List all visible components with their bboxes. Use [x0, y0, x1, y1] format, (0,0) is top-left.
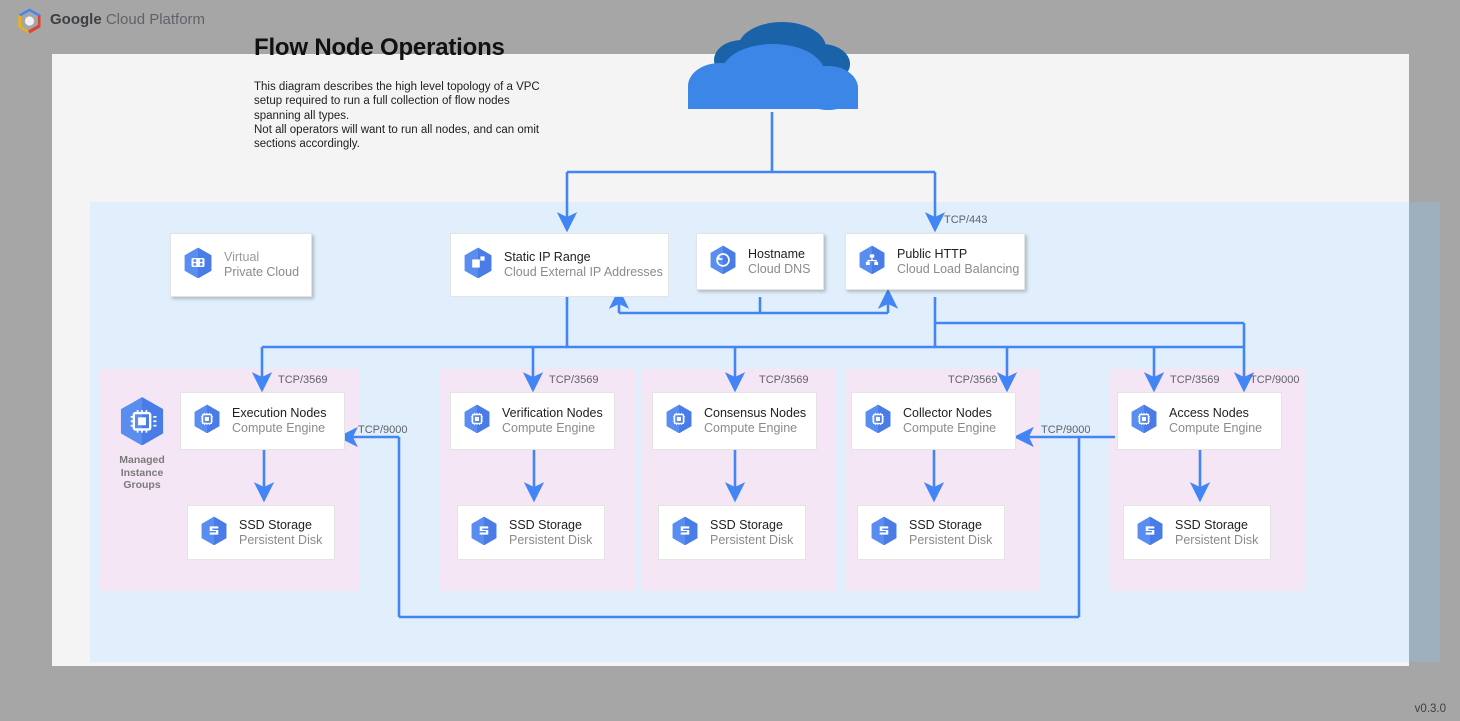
- persistent-disk-icon: [672, 516, 698, 550]
- compute-engine-icon: [1131, 404, 1157, 438]
- persistent-disk-icon: [471, 516, 497, 550]
- compute-engine-icon: [194, 404, 220, 438]
- node-public-http-load-balancing[interactable]: Public HTTP Cloud Load Balancing: [845, 233, 1025, 290]
- node-consensus-nodes[interactable]: Consensus Nodes Compute Engine: [652, 392, 822, 455]
- port-label-access: TCP/3569: [1170, 374, 1220, 386]
- node-title: Hostname: [748, 246, 805, 261]
- port-label-collector: TCP/3569: [948, 374, 998, 386]
- node-virtual-private-cloud[interactable]: Virtual Private Cloud: [170, 233, 312, 297]
- node-title: Execution Nodes: [232, 406, 327, 420]
- managed-instance-groups-label: Managed Instance Groups: [119, 454, 165, 491]
- load-balancing-icon: [859, 245, 885, 279]
- node-title: Virtual: [224, 250, 260, 264]
- node-execution-nodes[interactable]: Execution Nodes Compute Engine: [180, 392, 350, 455]
- compute-engine-icon: [120, 397, 164, 449]
- node-subtitle: Compute Engine: [903, 421, 997, 435]
- node-subtitle: Private Cloud: [224, 265, 300, 279]
- storage-title: SSD Storage: [909, 517, 982, 532]
- storage-title: SSD Storage: [509, 517, 582, 532]
- storage-title: SSD Storage: [1175, 517, 1248, 532]
- compute-engine-icon: [464, 404, 490, 438]
- node-subtitle: Cloud Load Balancing: [897, 261, 1020, 276]
- gcp-brand-rest: Cloud Platform: [101, 11, 206, 28]
- node-collector-nodes[interactable]: Collector Nodes Compute Engine: [851, 392, 1021, 455]
- storage-subtitle: Persistent Disk: [710, 532, 794, 547]
- storage-subtitle: Persistent Disk: [909, 532, 993, 547]
- compute-engine-icon: [865, 404, 891, 438]
- gcp-brand-bold: Google: [50, 11, 102, 28]
- storage-title: SSD Storage: [710, 517, 783, 532]
- persistent-disk-icon: [871, 516, 897, 550]
- vpc-icon: [184, 247, 212, 283]
- node-title: Static IP Range: [504, 250, 591, 264]
- storage-access-ssd[interactable]: SSD Storage Persistent Disk: [1123, 505, 1276, 565]
- node-static-ip-range[interactable]: Static IP Range Cloud External IP Addres…: [450, 233, 674, 302]
- storage-execution-ssd[interactable]: SSD Storage Persistent Disk: [187, 505, 340, 565]
- persistent-disk-icon: [1137, 516, 1163, 550]
- node-subtitle: Cloud External IP Addresses: [504, 265, 663, 279]
- page-description: This diagram describes the high level to…: [254, 81, 540, 151]
- storage-title: SSD Storage: [239, 517, 312, 532]
- node-title: Access Nodes: [1169, 406, 1249, 420]
- port-label-https: TCP/443: [944, 214, 988, 226]
- port-label-verification: TCP/3569: [549, 374, 599, 386]
- node-verification-nodes[interactable]: Verification Nodes Compute Engine: [450, 392, 620, 455]
- node-subtitle: Compute Engine: [704, 421, 798, 435]
- storage-subtitle: Persistent Disk: [1175, 532, 1259, 547]
- compute-engine-icon: [666, 404, 692, 438]
- top-bar: Google Cloud Platform: [0, 0, 1460, 42]
- node-hostname-cloud-dns[interactable]: Hostname Cloud DNS: [696, 233, 824, 290]
- port-label-collector-9000: TCP/9000: [1041, 424, 1091, 436]
- cloud-dns-icon: [710, 245, 736, 279]
- storage-subtitle: Persistent Disk: [239, 532, 323, 547]
- gcp-hexagon-logo-icon: [16, 7, 43, 35]
- vpc-region-overflow: [1409, 202, 1440, 662]
- port-label-access-9000: TCP/9000: [1250, 374, 1300, 386]
- version-label: v0.3.0: [1414, 703, 1446, 715]
- managed-instance-groups: Managed Instance Groups: [110, 396, 174, 492]
- node-subtitle: Compute Engine: [1169, 421, 1263, 435]
- storage-subtitle: Persistent Disk: [509, 532, 593, 547]
- storage-verification-ssd[interactable]: SSD Storage Persistent Disk: [457, 505, 610, 565]
- persistent-disk-icon: [201, 516, 227, 550]
- port-label-execution-9000: TCP/9000: [358, 424, 408, 436]
- node-access-nodes[interactable]: Access Nodes Compute Engine: [1117, 392, 1287, 455]
- cloud-icon: [680, 18, 866, 119]
- storage-consensus-ssd[interactable]: SSD Storage Persistent Disk: [658, 505, 811, 565]
- node-title: Collector Nodes: [903, 406, 992, 420]
- node-title: Public HTTP: [897, 246, 968, 261]
- page-title: Flow Node Operations: [254, 34, 505, 61]
- static-ip-icon: [464, 247, 492, 283]
- node-subtitle: Compute Engine: [232, 421, 326, 435]
- node-subtitle: Cloud DNS: [748, 261, 811, 276]
- node-title: Consensus Nodes: [704, 406, 807, 420]
- storage-collector-ssd[interactable]: SSD Storage Persistent Disk: [857, 505, 1010, 565]
- node-subtitle: Compute Engine: [502, 421, 596, 435]
- gcp-brand-label: Google Cloud Platform: [50, 11, 205, 28]
- node-title: Verification Nodes: [502, 406, 603, 420]
- port-label-execution: TCP/3569: [278, 374, 328, 386]
- port-label-consensus: TCP/3569: [759, 374, 809, 386]
